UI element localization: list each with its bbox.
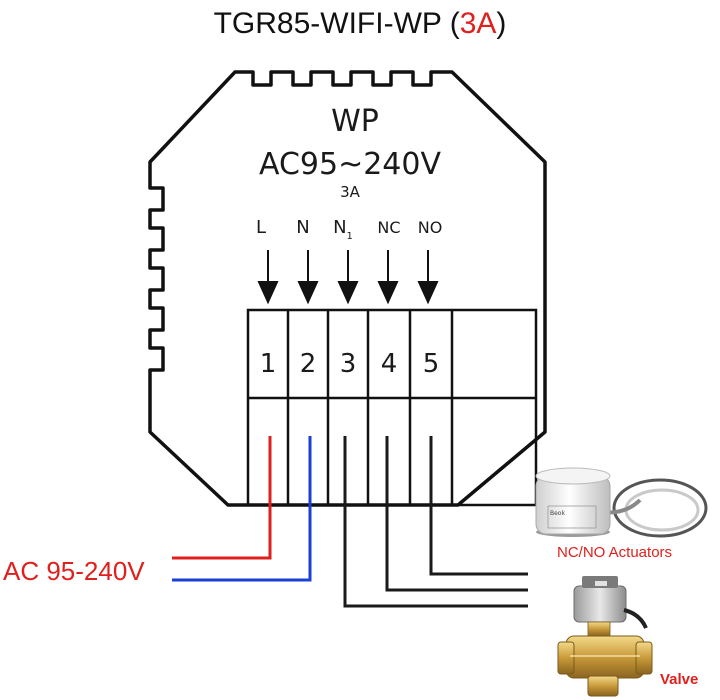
supply-label: AC 95-240V (3, 556, 145, 586)
actuator-brand-text: Beok (550, 510, 565, 517)
wire-no (429, 436, 528, 576)
wires (172, 436, 528, 608)
wire-neutral-blue (172, 436, 312, 582)
arrow-head-icon (337, 281, 359, 305)
arrow-head-icon (377, 281, 399, 305)
wire-n1 (343, 436, 528, 608)
arrow-head-icon (417, 281, 439, 305)
arrow-head-icon (257, 281, 279, 305)
device-model: WP (331, 104, 379, 139)
arrow-head-icon (297, 281, 319, 305)
terminal-number-3: 3 (340, 349, 357, 379)
terminal-label-no: NO (418, 218, 443, 237)
device-voltage: AC95~240V (259, 147, 442, 182)
actuator-image: Beok (535, 467, 708, 538)
actuator-label: NC/NO Actuators (557, 544, 672, 561)
device-current: 3A (340, 183, 361, 201)
terminal-arrows (257, 250, 439, 305)
terminal-label-l: L (256, 217, 266, 238)
terminal-label-n: N (296, 217, 309, 238)
wire-nc (385, 436, 528, 592)
wire-line-red (172, 436, 272, 560)
valve-label: Valve (660, 671, 698, 688)
terminal-label-n1: N1 (333, 217, 353, 242)
terminal-block-frame (246, 308, 538, 507)
terminal-block (246, 308, 538, 507)
diagram-title: TGR85-WIFI-WP (3A) (214, 7, 507, 40)
terminal-number-1: 1 (260, 349, 277, 379)
valve-image (557, 576, 653, 697)
terminal-label-nc: NC (377, 218, 400, 237)
terminal-number-2: 2 (300, 349, 317, 379)
terminal-number-4: 4 (381, 349, 398, 379)
terminal-number-5: 5 (423, 349, 440, 379)
